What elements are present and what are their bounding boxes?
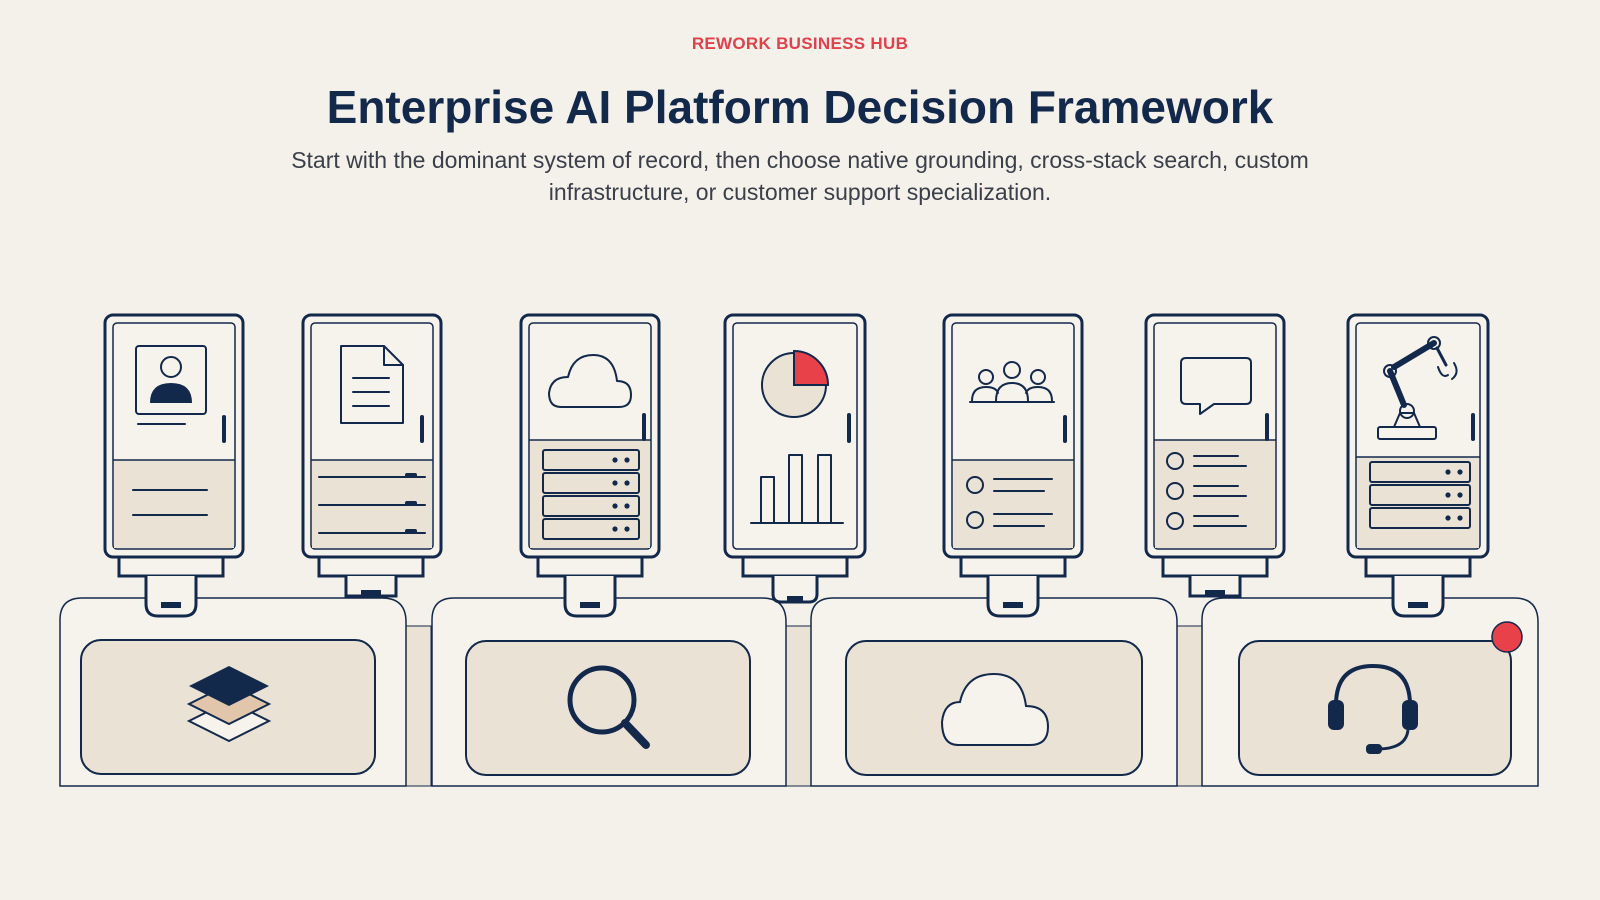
cloud-icon [940,672,1050,746]
pie-chart-icon [761,349,830,418]
platform-custom-infrastructure [810,597,1178,787]
robot-arm-icon [1377,336,1458,440]
list-icon [966,476,1053,529]
system-cabinet-2 [301,313,443,559]
magnifier-icon [567,665,650,749]
system-cabinet-5 [942,313,1084,559]
base-connector [785,625,812,787]
contact-card-icon [135,345,207,425]
platform-native-grounding [59,597,407,787]
system-cabinet-4 [723,313,867,559]
document-icon [340,345,404,424]
brand-kicker: REWORK BUSINESS HUB [691,34,909,53]
list-icon [1166,452,1247,530]
base-connector [405,625,432,787]
system-cabinet-6 [1144,313,1286,559]
plug [1161,554,1269,598]
plug [959,554,1067,618]
notification-badge [1491,621,1523,653]
platform-cross-stack-search [431,597,787,787]
plug [117,554,225,618]
plug-connectors [117,554,1472,618]
cloud-icon [548,354,632,408]
system-cabinet-3 [519,313,661,559]
plug [536,554,644,618]
system-cabinet-1 [103,313,245,559]
chat-bubble-icon [1180,357,1252,415]
plug [317,554,425,598]
headset-icon [1328,663,1418,754]
platform-bases [59,597,1539,787]
system-cabinet-7 [1346,313,1490,559]
server-rack-icon [1369,461,1471,529]
plug [741,554,849,604]
plug [1364,554,1472,618]
bar-chart-icon [750,454,844,524]
platform-customer-support [1201,597,1539,787]
layers-icon [186,666,272,743]
base-connector [1176,625,1203,787]
server-rack-icon [542,449,640,540]
page-title: Enterprise AI Platform Decision Framewor… [326,81,1274,133]
page-subtitle: Start with the dominant system of record… [291,147,1309,205]
team-icon [969,361,1055,403]
